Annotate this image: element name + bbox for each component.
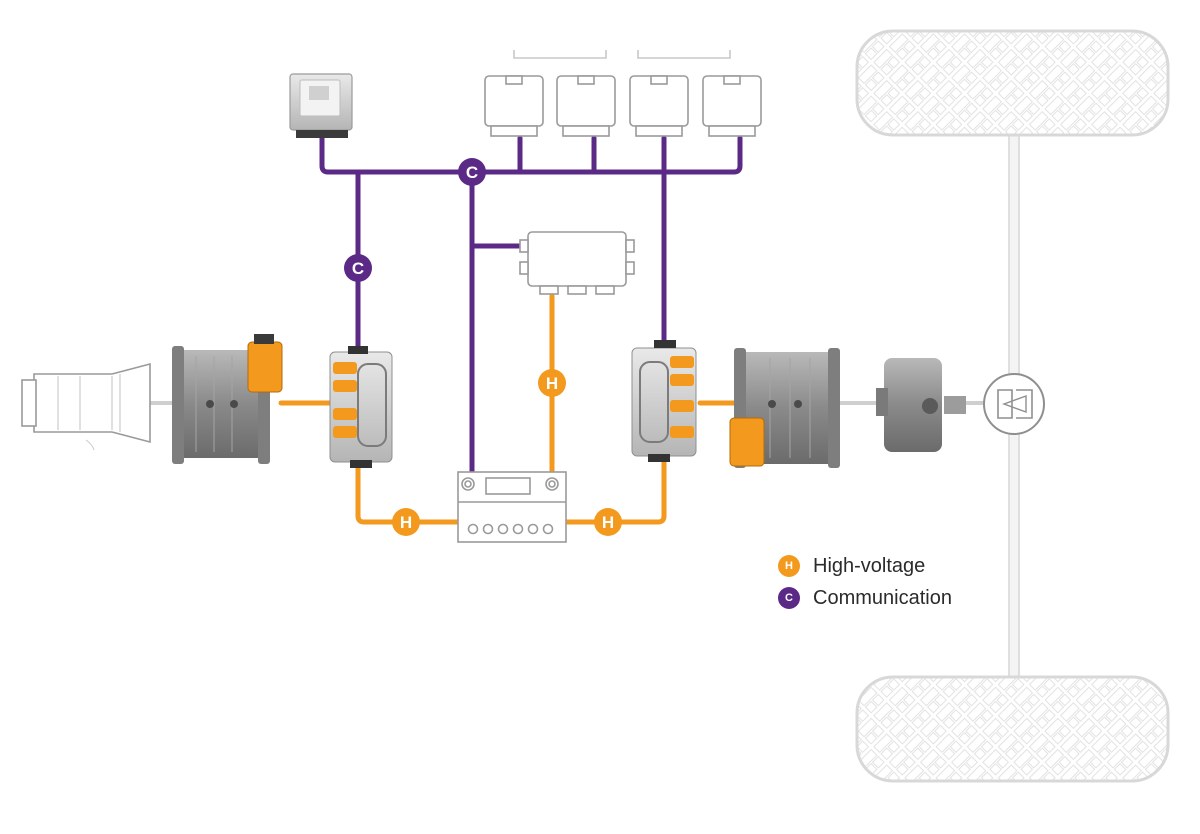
inverter-icon [329, 346, 393, 468]
gearbox-icon [876, 358, 966, 452]
legend-item-high-voltage: H High-voltage [778, 550, 952, 582]
svg-text:H: H [602, 513, 614, 532]
e-axle-icon [21, 362, 151, 451]
svg-text:C: C [466, 163, 478, 182]
comm-bus-main [319, 135, 743, 175]
high-voltage-badge: H [594, 508, 622, 536]
high-voltage-badge: H [392, 508, 420, 536]
legend: H High-voltage C Communication [778, 550, 952, 614]
wheel-top-icon [855, 29, 1170, 137]
differential-icon [983, 373, 1045, 435]
svg-text:C: C [352, 259, 364, 278]
legend-label-high-voltage: High-voltage [813, 554, 926, 577]
svg-text:H: H [400, 513, 412, 532]
high-voltage-badge: H [538, 369, 566, 397]
inverter-icon [631, 340, 697, 462]
ecu-module-icon [484, 75, 544, 137]
high-voltage-badges: H H H [392, 369, 622, 536]
electric-motor-icon [172, 334, 283, 464]
svg-text:H: H [546, 374, 558, 393]
wheel-axle-group [855, 29, 1170, 783]
communication-lines [319, 135, 743, 475]
high-voltage-lines [278, 293, 737, 525]
ecu-modules [484, 50, 762, 137]
communication-badge-icon: C [778, 587, 800, 609]
vehicle-control-unit-icon [289, 73, 353, 138]
communication-badge: C [458, 158, 486, 186]
wheel-bottom-icon [855, 675, 1170, 783]
legend-item-communication: C Communication [778, 582, 952, 614]
ecu-module-icon [702, 75, 762, 137]
ecu-module-icon [556, 75, 616, 137]
communication-badges: C C [344, 158, 486, 282]
battery-icon [457, 471, 567, 543]
dc-converter-box-icon [519, 231, 635, 295]
high-voltage-badge-icon: H [778, 555, 800, 577]
legend-label-communication: Communication [813, 586, 952, 609]
communication-badge: C [344, 254, 372, 282]
electric-motor-icon [729, 348, 840, 468]
ecu-module-icon [629, 75, 689, 137]
